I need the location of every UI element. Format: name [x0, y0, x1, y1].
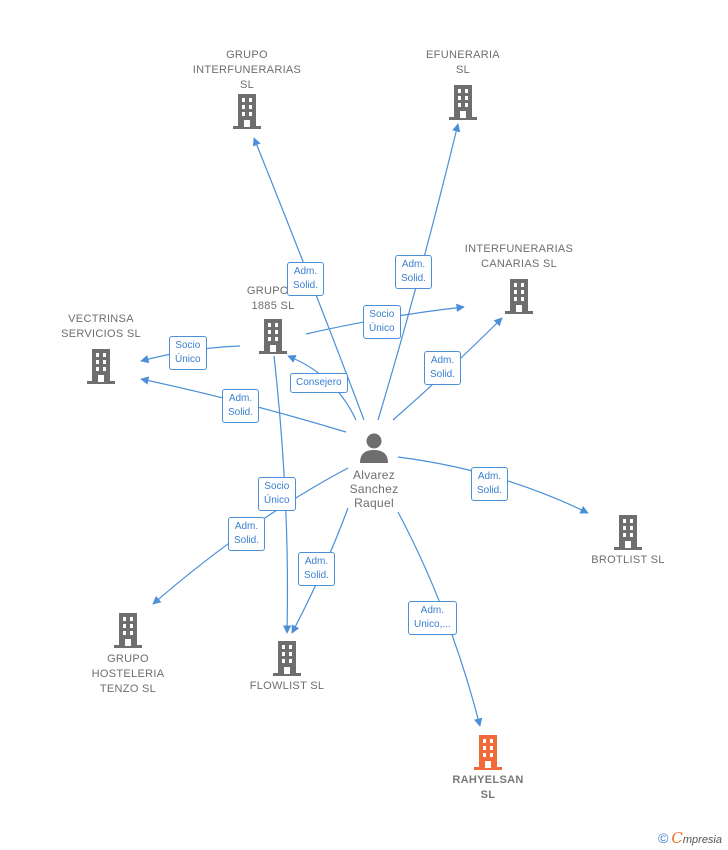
node-grupo-1885[interactable]: GRUPO A 1885 SL	[228, 284, 318, 354]
building-icon	[87, 349, 115, 384]
node-label: RAHYELSAN SL	[452, 774, 524, 801]
edge-label-g1885[interactable]: Consejero	[290, 373, 348, 393]
brand-name: mpresia	[682, 834, 722, 846]
person-icon	[360, 433, 388, 463]
node-label: EFUNERARIA SL	[426, 49, 500, 76]
building-icon	[259, 319, 287, 354]
building-icon	[505, 279, 533, 314]
building-icon	[449, 85, 477, 120]
edge-label-vectrinsa[interactable]: Adm. Solid.	[222, 389, 260, 423]
brand-initial: C	[671, 829, 683, 847]
node-label: VECTRINSA SERVICIOS SL	[61, 313, 141, 340]
node-flowlist[interactable]: FLOWLIST SL	[236, 640, 338, 694]
node-efuneraria[interactable]: EFUNERARIA SL	[412, 48, 514, 120]
node-label: GRUPO HOSTELERIA TENZO SL	[91, 653, 165, 695]
node-label: Alvarez Sanchez Raquel	[349, 468, 399, 510]
building-icon	[233, 94, 261, 129]
node-rahyelsan[interactable]: RAHYELSAN SL	[436, 734, 540, 803]
node-label: INTERFUNERARIAS CANARIAS SL	[464, 243, 574, 270]
edge-label-rahyelsan[interactable]: Adm. Unico,...	[408, 601, 457, 635]
building-icon	[474, 735, 502, 770]
copyright-symbol: ©	[658, 830, 669, 846]
edge-label-flowlist[interactable]: Adm. Solid.	[298, 552, 336, 586]
node-grupo-hosteleria[interactable]: GRUPO HOSTELERIA TENZO SL	[72, 612, 184, 697]
edge-label-g1885-vectrinsa[interactable]: Socio Único	[169, 336, 207, 370]
edge-label-canarias[interactable]: Adm. Solid.	[424, 351, 462, 385]
brand-footer: ©Cmpresia	[658, 829, 722, 847]
node-label: FLOWLIST SL	[249, 680, 325, 692]
edge-label-hosteleria[interactable]: Adm. Solid.	[228, 517, 266, 551]
building-icon	[273, 641, 301, 676]
node-label: BROTLIST SL	[591, 554, 665, 566]
edge-label-efuneraria[interactable]: Adm. Solid.	[395, 255, 433, 289]
node-vectrinsa[interactable]: VECTRINSA SERVICIOS SL	[46, 312, 156, 384]
edge-label-brotlist[interactable]: Adm. Solid.	[471, 467, 509, 501]
edge-label-g1885-canarias[interactable]: Socio Único	[363, 305, 401, 339]
node-interfunerarias-canarias[interactable]: INTERFUNERARIAS CANARIAS SL	[456, 242, 582, 314]
edge-label-grupo-interfunerarias[interactable]: Adm. Solid.	[287, 262, 325, 296]
node-brotlist[interactable]: BROTLIST SL	[576, 514, 680, 568]
building-icon	[114, 613, 142, 648]
building-icon	[614, 515, 642, 550]
node-person[interactable]: Alvarez Sanchez Raquel	[332, 432, 416, 510]
node-label: GRUPO INTERFUNERARIAS SL	[192, 49, 302, 91]
edge-label-g1885-flowlist[interactable]: Socio Único	[258, 477, 296, 511]
node-label: GRUPO A 1885 SL	[246, 285, 299, 312]
node-grupo-interfunerarias[interactable]: GRUPO INTERFUNERARIAS SL	[186, 48, 308, 129]
